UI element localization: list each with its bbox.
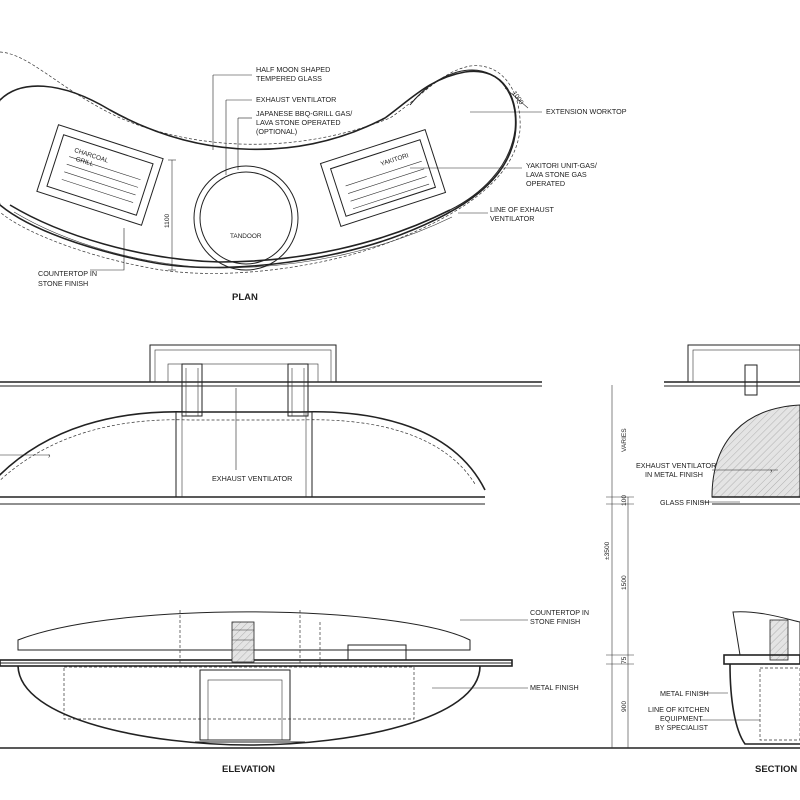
elevation-title: ELEVATION bbox=[222, 764, 275, 775]
plan-callout-yakitori-2: LAVA STONE GAS bbox=[526, 170, 587, 179]
plan-callout-countertop-2: STONE FINISH bbox=[38, 279, 88, 288]
section-dim-75: 75 bbox=[621, 656, 628, 664]
plan-tandoor-label: TANDOOR bbox=[230, 233, 262, 240]
elev-metal-finish: METAL FINISH bbox=[530, 683, 579, 692]
plan-yakitori-label: YAKITORI bbox=[380, 152, 410, 168]
plan-callout-half-moon-2: TEMPERED GLASS bbox=[256, 74, 322, 83]
plan-dim-1100: 1100 bbox=[164, 213, 171, 228]
section-kitchen-2: EQUIPMENT bbox=[660, 714, 703, 723]
section-counter-body bbox=[729, 663, 800, 745]
plan-callout-yakitori-1: YAKITORI UNIT-GAS/ bbox=[526, 161, 597, 170]
section-glass-finish: GLASS FINISH bbox=[660, 498, 710, 507]
plan-glass-outline bbox=[0, 51, 521, 274]
section-kitchen-1: LINE OF KITCHEN bbox=[648, 705, 710, 714]
elev-hood-dome bbox=[0, 410, 486, 491]
section-exhaust-1: EXHAUST VENTILATOR bbox=[636, 461, 716, 470]
section-dim-varies: VARIES bbox=[621, 428, 628, 452]
plan-yakitori-grill: YAKITORI bbox=[319, 128, 447, 228]
section-exhaust-2: IN METAL FINISH bbox=[645, 470, 703, 479]
section-hood-dome bbox=[711, 404, 800, 498]
plan-tandoor-outer bbox=[193, 165, 299, 271]
plan-callout-countertop-1: COUNTERTOP IN bbox=[38, 269, 97, 278]
svg-text:›: › bbox=[48, 451, 51, 460]
elev-countertop-2: STONE FINISH bbox=[530, 617, 580, 626]
plan-callout-half-moon-1: HALF MOON SHAPED bbox=[256, 65, 330, 74]
section-dim-900: 900 bbox=[621, 701, 628, 712]
plan-extension-worktop bbox=[409, 69, 516, 211]
plan-callout-yakitori-3: OPERATED bbox=[526, 179, 565, 188]
plan-callout-japanese-1: JAPANESE BBQ-GRILL GAS/ bbox=[256, 109, 352, 118]
plan-callout-line-exhaust-1: LINE OF EXHAUST bbox=[490, 205, 555, 214]
section-dim-100: 100 bbox=[621, 495, 628, 506]
section-kitchen-3: BY SPECIALIST bbox=[655, 723, 709, 732]
elev-counter-body bbox=[17, 665, 481, 746]
elev-exhaust-label: EXHAUST VENTILATOR bbox=[212, 474, 292, 483]
plan-callout-japanese-2: LAVA STONE OPERATED bbox=[256, 118, 341, 127]
elev-glass-lens bbox=[17, 611, 471, 651]
plan-callout-exhaust: EXHAUST VENTILATOR bbox=[256, 95, 336, 104]
section-dim-1500: 1500 bbox=[621, 575, 628, 590]
elev-grill-stack bbox=[231, 621, 255, 663]
plan-charcoal-grill: CHARCOAL GRILL bbox=[36, 124, 164, 226]
plan-callout-line-exhaust-2: VENTILATOR bbox=[490, 214, 534, 223]
plan-callout-extension: EXTENSION WORKTOP bbox=[546, 107, 627, 116]
section-title: SECTION bbox=[755, 764, 797, 775]
plan-countertop-strip bbox=[9, 204, 451, 263]
section-grill-stack bbox=[769, 619, 789, 661]
plan-counter-body bbox=[0, 70, 517, 269]
plan-view: CHARCOAL GRILL YAKITORI TANDOOR 1100 100… bbox=[0, 51, 627, 303]
elevation-view: EXHAUST VENTILATOR › bbox=[0, 344, 542, 505]
section-metal-finish: METAL FINISH bbox=[660, 689, 709, 698]
plan-tandoor-inner bbox=[199, 171, 293, 265]
plan-callout-japanese-3: (OPTIONAL) bbox=[256, 127, 297, 136]
plan-title: PLAN bbox=[232, 292, 258, 303]
section-dim-3500: ±3500 bbox=[604, 541, 611, 560]
elevation-counter: COUNTERTOP IN STONE FINISH METAL FINISH … bbox=[0, 608, 800, 775]
elev-countertop-1: COUNTERTOP IN bbox=[530, 608, 589, 617]
section-view: VARIES 100 ±3500 1500 75 900 › EXHAUST V… bbox=[604, 344, 800, 775]
svg-text:›: › bbox=[770, 466, 773, 475]
